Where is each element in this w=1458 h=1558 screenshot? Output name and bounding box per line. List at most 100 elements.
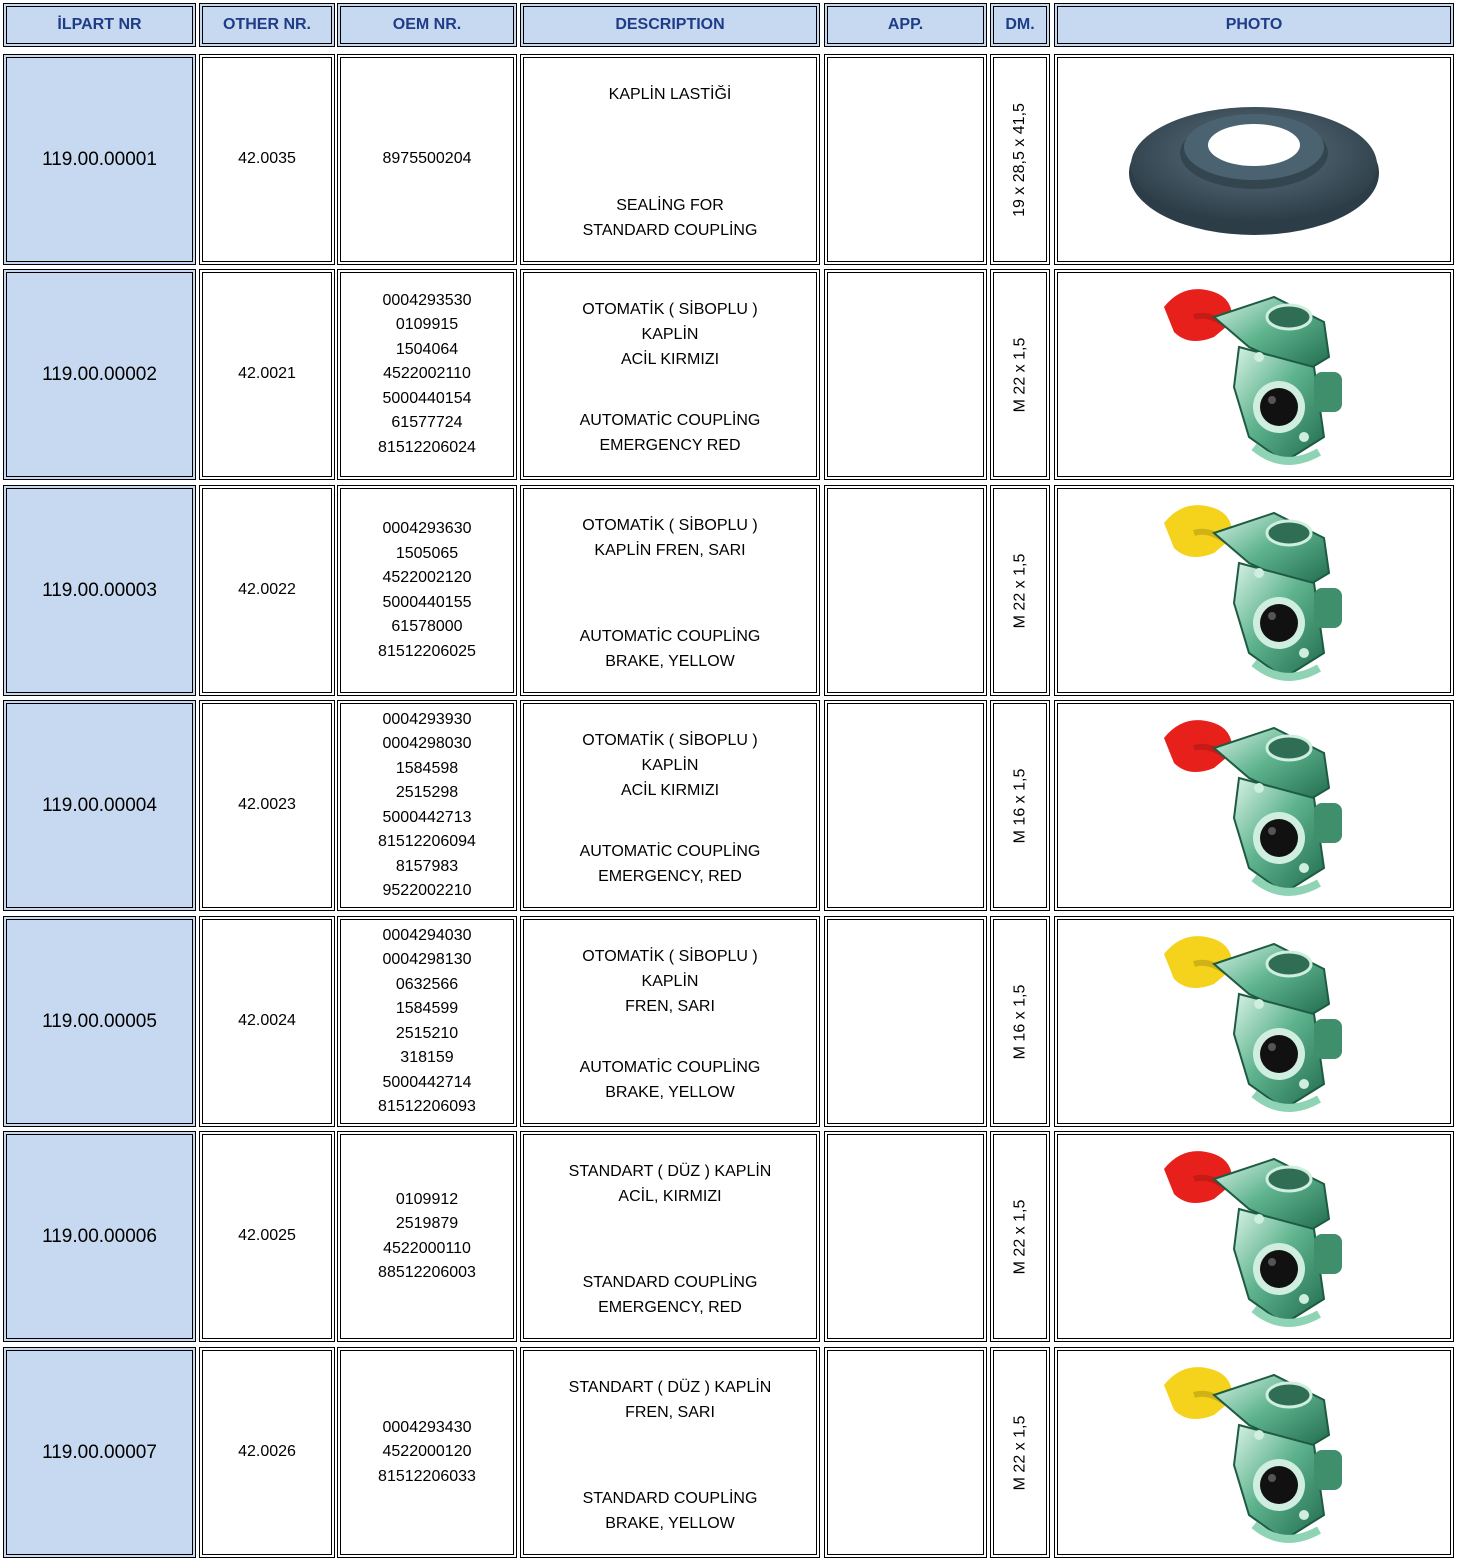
oem-number: 4522002120 [382, 569, 472, 586]
other-number-cell: 42.0025 [199, 1131, 335, 1342]
description-line: STANDART ( DÜZ ) KAPLİN [568, 1379, 772, 1396]
oem-number: 8975500204 [382, 150, 472, 168]
oem-number: 0109915 [395, 316, 459, 334]
other-number: 42.0021 [238, 365, 296, 383]
part-number: 119.00.00004 [42, 794, 157, 816]
coupling-image [1164, 289, 1342, 465]
description-line: BRAKE, YELLOW [605, 1515, 735, 1532]
part-number: 119.00.00002 [42, 363, 157, 385]
oem-number: 1584598 [395, 759, 459, 777]
application-cell [824, 1131, 987, 1342]
application-cell [824, 916, 987, 1127]
coupling-image [1164, 1151, 1342, 1327]
description-line: STANDARD COUPLİNG [582, 222, 758, 239]
description-line: FREN, SARI [625, 998, 715, 1015]
dimension-value: M 16 x 1,5 [1011, 768, 1029, 843]
coupling-image [1164, 720, 1342, 896]
header-part: İLPART NR [3, 3, 196, 47]
other-number: 42.0026 [238, 1443, 296, 1461]
oem-number: 2519879 [395, 1215, 459, 1232]
dimension-cell: M 22 x 1,5 [990, 1131, 1050, 1342]
dimension-cell: M 16 x 1,5 [990, 700, 1050, 911]
other-number-cell: 42.0022 [199, 485, 335, 696]
description-line: OTOMATİK ( SİBOPLU ) [582, 301, 758, 318]
header-oem: OEM NR. [337, 3, 517, 47]
description-line: EMERGENCY, RED [598, 1299, 742, 1316]
other-number: 42.0023 [238, 796, 296, 814]
oem-number: 61578000 [391, 618, 463, 635]
other-number: 42.0035 [238, 150, 296, 168]
oem-number: 8157983 [395, 857, 459, 875]
header-other-label: OTHER NR. [223, 16, 311, 33]
other-number-cell: 42.0023 [199, 700, 335, 911]
oem-number-cell: 8975500204 [337, 54, 517, 265]
photo-cell [1054, 54, 1454, 265]
part-number-cell: 119.00.00003 [3, 485, 196, 696]
oem-number: 0004293930 [382, 710, 472, 728]
oem-number: 1584599 [395, 1000, 459, 1017]
other-number: 42.0024 [238, 1012, 296, 1030]
description-line: KAPLİN [641, 326, 699, 343]
part-number: 119.00.00003 [42, 579, 157, 601]
oem-number: 61577724 [391, 414, 463, 432]
other-number-cell: 42.0021 [199, 269, 335, 480]
photo-cell [1054, 485, 1454, 696]
header-desc-label: DESCRIPTION [615, 16, 725, 33]
oem-number: 9522002210 [382, 882, 472, 899]
other-number-cell: 42.0024 [199, 916, 335, 1127]
description-line: STANDART ( DÜZ ) KAPLİN [568, 1163, 772, 1180]
other-number: 42.0022 [238, 581, 296, 599]
description-line: KAPLİN [641, 757, 699, 774]
oem-number: 318159 [400, 1049, 454, 1066]
description-line: STANDARD COUPLİNG [582, 1274, 758, 1291]
application-cell [824, 485, 987, 696]
part-number-cell: 119.00.00007 [3, 1347, 196, 1558]
photo-cell [1054, 269, 1454, 480]
oem-number: 88512206003 [378, 1264, 476, 1281]
description-line: EMERGENCY, RED [598, 868, 742, 885]
part-number-cell: 119.00.00006 [3, 1131, 196, 1342]
description-line: BRAKE, YELLOW [605, 653, 735, 670]
description-english: AUTOMATİC COUPLİNG EMERGENCY, RED [580, 839, 761, 907]
oem-number: 1504064 [395, 340, 459, 358]
oem-number: 0004298030 [382, 735, 472, 752]
description-line: OTOMATİK ( SİBOPLU ) [582, 948, 758, 965]
header-photo: PHOTO [1054, 3, 1454, 47]
description-line: AUTOMATİC COUPLİNG [579, 843, 761, 860]
oem-number: 4522000110 [383, 1239, 471, 1257]
coupling-image [1164, 505, 1342, 681]
photo-cell [1054, 700, 1454, 911]
dimension-cell: M 22 x 1,5 [990, 485, 1050, 696]
oem-number: 2515210 [395, 1024, 459, 1042]
description-line: AUTOMATİC COUPLİNG [579, 412, 761, 429]
oem-number: 5000442713 [382, 808, 472, 826]
header-desc: DESCRIPTION [520, 3, 820, 47]
description-line: ACİL KIRMIZI [620, 782, 720, 799]
oem-number: 1505065 [395, 544, 459, 562]
header-part-label: İLPART NR [57, 16, 142, 33]
oem-number: 4522002110 [383, 365, 471, 383]
description-english: STANDARD COUPLİNG EMERGENCY, RED [583, 1270, 758, 1338]
coupling-image [1164, 1367, 1342, 1543]
header-app: APP. [824, 3, 987, 47]
